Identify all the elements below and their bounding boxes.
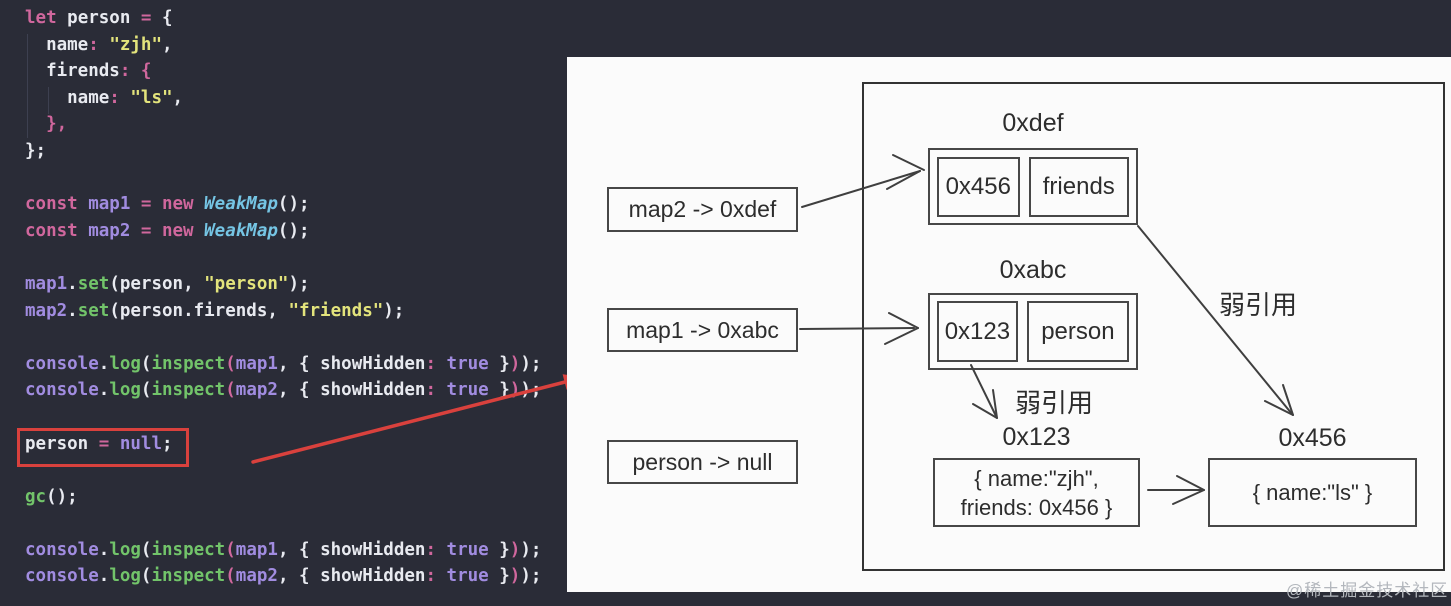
code-line[interactable]: map1.set(person, "person"); bbox=[25, 273, 310, 294]
key-cell-0x123-label: 0x123 bbox=[944, 317, 1011, 345]
person-reference-box: person -> null bbox=[607, 440, 798, 484]
memory-diagram-panel: map2 -> 0xdef map1 -> 0xabc person -> nu… bbox=[567, 57, 1451, 592]
code-line-highlighted[interactable]: person = null; bbox=[25, 433, 173, 454]
object-box-0x123: { name:"zjh", friends: 0x456 } bbox=[933, 458, 1140, 527]
code-line[interactable]: console.log(inspect(map1, { showHidden: … bbox=[25, 539, 542, 560]
value-cell-friends: friends bbox=[1028, 156, 1129, 217]
value-cell-person-label: person bbox=[1041, 317, 1115, 345]
address-title-0xdef: 0xdef bbox=[1002, 109, 1064, 137]
code-line[interactable]: let person = { bbox=[25, 8, 173, 28]
code-line[interactable]: console.log(inspect(map2, { showHidden: … bbox=[25, 380, 542, 401]
object-0x456-label: { name:"ls" } bbox=[1252, 480, 1373, 505]
map1-reference-box: map1 -> 0xabc bbox=[607, 308, 798, 352]
weakmap-entry-0xabc: 0x123 person bbox=[928, 293, 1138, 370]
weakmap-entry-0xdef: 0x456 friends bbox=[928, 148, 1138, 225]
map2-reference-box: map2 -> 0xdef bbox=[607, 187, 798, 232]
code-line[interactable] bbox=[25, 244, 541, 271]
weak-ref-label-left: 弱引用 bbox=[1015, 388, 1094, 418]
code-line[interactable] bbox=[25, 324, 541, 351]
weak-ref-label-right: 弱引用 bbox=[1219, 290, 1298, 320]
code-line[interactable]: name: "ls", bbox=[25, 87, 184, 108]
code-line[interactable]: }, bbox=[46, 114, 68, 135]
address-title-0xabc: 0xabc bbox=[999, 256, 1067, 284]
address-title-0x123: 0x123 bbox=[1002, 423, 1071, 451]
object-0x123-line1: { name:"zjh", bbox=[974, 465, 1099, 491]
code-line[interactable]: console.log(inspect(map1, { showHidden: … bbox=[25, 353, 542, 374]
person-null-highlight-box bbox=[17, 428, 189, 467]
value-cell-person: person bbox=[1026, 301, 1129, 362]
code-area[interactable]: let person = { name: "zjh", firends: { n… bbox=[25, 5, 541, 590]
code-line[interactable]: map2.set(person.firends, "friends"); bbox=[25, 300, 405, 321]
code-line[interactable]: console.log(inspect(map2, { showHidden: … bbox=[25, 566, 542, 587]
code-line[interactable]: firends: { bbox=[25, 61, 152, 82]
code-line[interactable] bbox=[25, 165, 541, 192]
indent-guide bbox=[27, 34, 28, 138]
heap-container-box bbox=[862, 82, 1445, 571]
code-line[interactable]: name: "zjh", bbox=[25, 34, 173, 55]
code-line[interactable]: const map1 = new WeakMap(); bbox=[25, 194, 310, 215]
map1-reference-label: map1 -> 0xabc bbox=[626, 316, 779, 343]
object-0x123-line2: friends: 0x456 } bbox=[960, 494, 1113, 520]
person-reference-label: person -> null bbox=[632, 448, 773, 475]
code-line[interactable]: }; bbox=[25, 140, 47, 161]
object-box-0x456: { name:"ls" } bbox=[1208, 458, 1417, 527]
code-line[interactable]: gc(); bbox=[25, 486, 78, 507]
code-line[interactable]: const map2 = new WeakMap(); bbox=[25, 220, 310, 241]
watermark: @稀土掘金技术社区 bbox=[1286, 581, 1449, 600]
value-cell-friends-label: friends bbox=[1042, 172, 1115, 200]
key-cell-0x123: 0x123 bbox=[937, 301, 1018, 362]
map2-reference-label: map2 -> 0xdef bbox=[628, 196, 777, 222]
key-cell-0x456-label: 0x456 bbox=[945, 172, 1011, 200]
address-title-0x456: 0x456 bbox=[1278, 424, 1347, 452]
key-cell-0x456: 0x456 bbox=[937, 156, 1020, 217]
code-line[interactable] bbox=[25, 510, 541, 537]
code-line[interactable] bbox=[25, 404, 541, 431]
indent-guide bbox=[48, 87, 49, 114]
